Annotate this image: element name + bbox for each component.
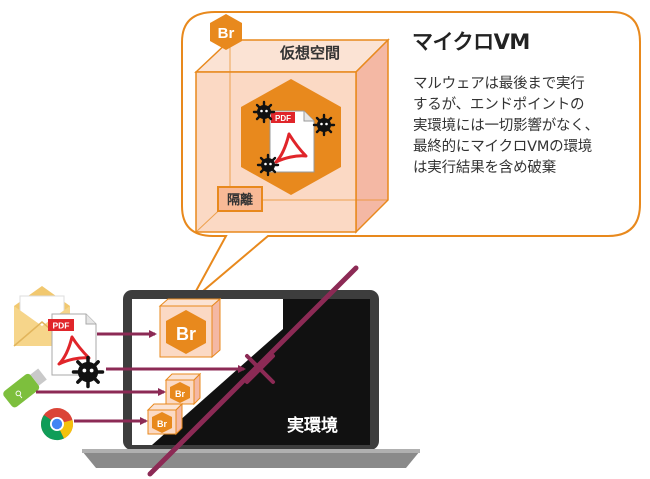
real-environment-label: 実環境	[287, 416, 338, 436]
description-line: は実行結果を含め破棄	[413, 160, 556, 176]
isolation-label: 隔離	[217, 186, 263, 212]
no-impact-slash	[147, 265, 359, 477]
laptop-base	[82, 451, 420, 468]
svg-text:PDF: PDF	[53, 321, 70, 331]
malware-icon	[256, 153, 280, 177]
callout-description: マルウェアは最後まで実行 するが、エンドポイントの 実環境には一切影響がなく、 …	[413, 74, 645, 179]
malware-icon	[71, 355, 105, 389]
laptop-microvm-cube: Br	[158, 297, 222, 359]
small-microvm-cube: Br	[146, 402, 184, 436]
description-line: 最終的にマイクロVMの環境	[413, 139, 593, 155]
description-line: マルウェアは最後まで実行	[413, 76, 585, 92]
flow-arrows	[36, 330, 246, 425]
callout-title: マイクロVM	[412, 30, 530, 54]
svg-text:Br: Br	[176, 324, 196, 344]
svg-text:Br: Br	[175, 389, 185, 399]
malware-icon	[312, 113, 336, 137]
malware-icon	[252, 100, 276, 124]
pdf-file-icon: PDF	[269, 110, 315, 173]
svg-text:PDF: PDF	[275, 114, 291, 123]
sandboxed-document-hexagon: PDF	[241, 79, 341, 195]
description-line: 実環境には一切影響がなく、	[413, 118, 599, 134]
br-badge-icon	[166, 310, 206, 354]
usb-drive-icon: ⚲	[3, 368, 47, 408]
svg-text:Br: Br	[157, 419, 167, 429]
blocked-x-icon	[245, 354, 275, 384]
virtual-space-label: 仮想空間	[280, 44, 341, 62]
small-microvm-cube: Br	[164, 372, 202, 406]
br-badge-icon: Br	[210, 14, 242, 50]
pdf-file-icon: PDF	[48, 313, 97, 376]
callout-badge-label: Br	[218, 25, 235, 42]
description-line: するが、エンドポイントの	[413, 97, 585, 113]
chrome-icon	[41, 408, 74, 441]
